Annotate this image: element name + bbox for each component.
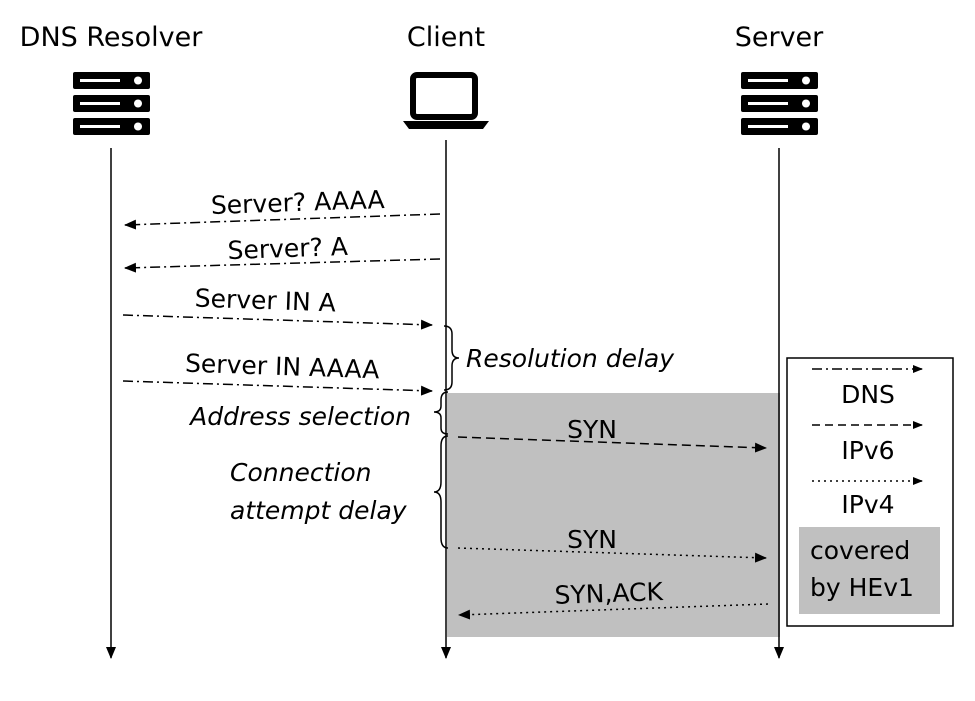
resolution-delay-brace: [443, 325, 460, 391]
synack-ipv4-label: SYN,ACK: [554, 577, 664, 610]
hev1-shaded-region: [447, 393, 780, 637]
server-rack-icon: [741, 72, 818, 135]
syn-ipv4-label: SYN: [567, 525, 617, 554]
server-title: Server: [735, 22, 824, 53]
legend-covered-line2: by HEv1: [810, 573, 914, 602]
resolver-title: DNS Resolver: [20, 22, 204, 53]
connection-delay-note-line2: attempt delay: [230, 496, 408, 525]
legend-covered-swatch: [799, 527, 940, 614]
legend-ipv4-label: IPv4: [841, 490, 894, 519]
msg-aaaa-query-label: Server? AAAA: [210, 185, 385, 220]
syn-ipv6-arrow: [457, 436, 767, 453]
legend-ipv6-label: IPv6: [841, 436, 894, 465]
resolution-delay-note: Resolution delay: [466, 344, 675, 373]
address-selection-brace: [433, 391, 449, 435]
legend-dns-label: DNS: [841, 380, 895, 409]
msg-aaaa-query-arrow: [124, 213, 441, 230]
connection-delay-brace: [433, 435, 449, 549]
syn-ipv6-label: SYN: [567, 415, 617, 444]
msg-aaaa-response-arrow: [122, 380, 433, 396]
msg-a-response-label: Server IN A: [194, 284, 336, 318]
laptop-icon: [403, 72, 489, 129]
connection-delay-note-line1: Connection: [230, 458, 371, 487]
server-rack-icon: [73, 72, 150, 135]
msg-a-query-arrow: [124, 258, 441, 273]
client-title: Client: [407, 22, 485, 53]
legend-covered-line1: covered: [810, 536, 910, 565]
msg-a-response-arrow: [122, 314, 433, 330]
address-selection-note: Address selection: [188, 402, 411, 431]
msg-a-query-label: Server? A: [227, 232, 348, 265]
legend: DNS IPv6 IPv4 covered by HEv1: [786, 357, 954, 627]
msg-aaaa-response-label: Server IN AAAA: [185, 349, 380, 385]
